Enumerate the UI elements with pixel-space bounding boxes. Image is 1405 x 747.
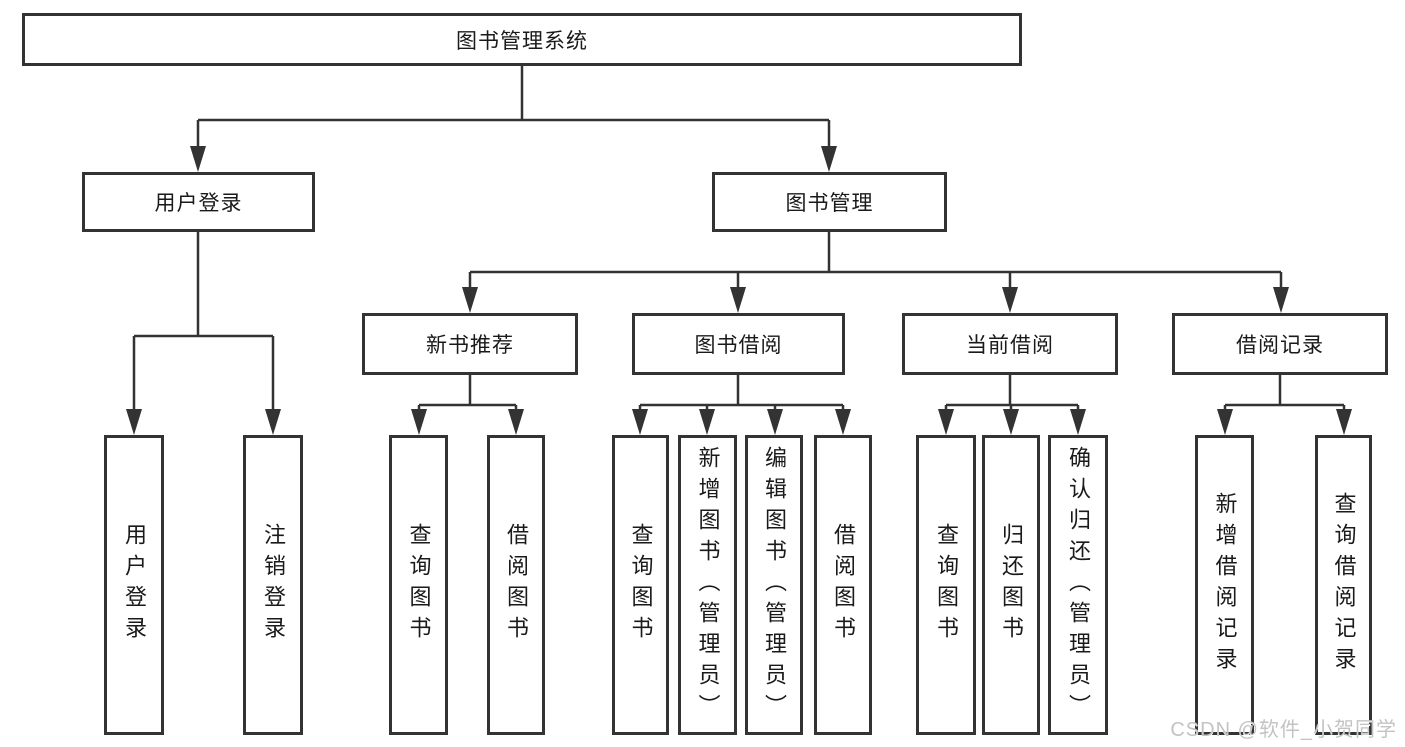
node-borrowing-records-label: 借阅记录 [1236,334,1324,357]
node-leaf-recommend-query-books: 查询图书 [389,435,448,735]
node-leaf-add-borrow-record: 新增借阅记录 [1195,435,1254,735]
node-root-system: 图书管理系统 [22,13,1022,66]
node-book-management: 图书管理 [712,172,947,232]
node-leaf-borrowing-query-books: 查询图书 [612,435,669,735]
node-leaf-logout: 注销登录 [243,435,303,735]
node-leaf-current-query-books-label: 查询图书 [934,523,959,647]
node-root-system-label: 图书管理系统 [456,29,588,53]
node-leaf-add-borrow-record-label: 新增借阅记录 [1212,492,1238,678]
node-leaf-logout-label: 注销登录 [261,523,286,647]
node-leaf-confirm-return-admin-label: 确认归还（管理员） [1066,445,1091,725]
node-borrowing-records: 借阅记录 [1172,313,1388,375]
node-leaf-add-books-admin: 新增图书（管理员） [678,435,737,735]
node-leaf-confirm-return-admin: 确认归还（管理员） [1048,435,1108,735]
node-new-book-recommend: 新书推荐 [362,313,578,375]
node-book-management-label: 图书管理 [785,192,874,215]
node-leaf-borrowing-borrow-books-label: 借阅图书 [831,523,856,647]
node-leaf-query-borrow-record: 查询借阅记录 [1315,435,1372,735]
node-leaf-user-login: 用户登录 [104,435,164,735]
node-leaf-user-login-label: 用户登录 [122,523,147,647]
node-book-borrowing: 图书借阅 [632,313,845,375]
node-leaf-recommend-borrow-books-label: 借阅图书 [504,523,529,647]
node-leaf-edit-books-admin-label: 编辑图书（管理员） [762,445,787,725]
node-new-book-recommend-label: 新书推荐 [426,334,514,357]
node-leaf-current-query-books: 查询图书 [916,435,976,735]
node-leaf-recommend-query-books-label: 查询图书 [406,523,432,647]
node-user-login-label: 用户登录 [154,192,243,215]
node-leaf-recommend-borrow-books: 借阅图书 [487,435,545,735]
node-current-borrowing-label: 当前借阅 [966,334,1054,357]
csdn-watermark: CSDN @软件_小贺同学 [1170,719,1397,741]
node-book-borrowing-label: 图书借阅 [694,334,783,357]
node-leaf-query-borrow-record-label: 查询借阅记录 [1331,492,1357,678]
node-current-borrowing: 当前借阅 [902,313,1118,375]
node-user-login: 用户登录 [82,172,315,232]
arrowheads [126,146,1352,435]
node-leaf-borrowing-query-books-label: 查询图书 [628,523,654,647]
node-leaf-borrowing-borrow-books: 借阅图书 [814,435,872,735]
node-leaf-add-books-admin-label: 新增图书（管理员） [695,445,721,725]
node-leaf-return-books-label: 归还图书 [999,523,1024,647]
node-leaf-edit-books-admin: 编辑图书（管理员） [745,435,803,735]
node-leaf-return-books: 归还图书 [982,435,1040,735]
connector-paths [132,66,1346,415]
